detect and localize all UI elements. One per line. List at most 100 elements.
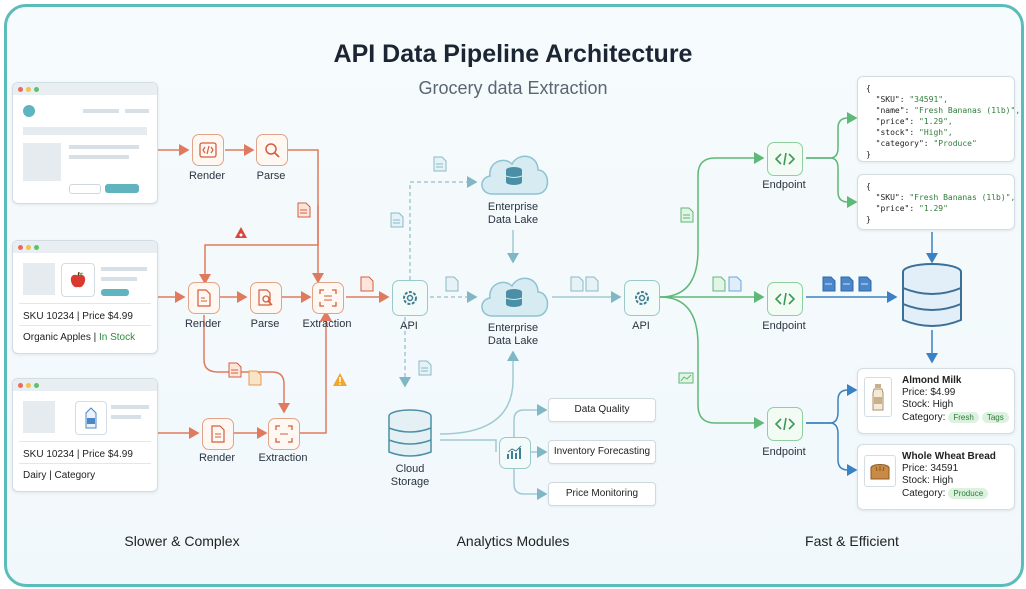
apples-name-line: Organic Apples | In Stock [23, 332, 135, 343]
edge-loop [199, 205, 319, 285]
apples-sku-line: SKU 10234 | Price $4.99 [23, 311, 133, 322]
source-apples-card: SKU 10234 | Price $4.99 Organic Apples |… [12, 240, 158, 354]
browser-titlebar [13, 241, 157, 253]
dairy-sku-line: SKU 10234 | Price $4.99 [23, 449, 133, 460]
edge-analytics-dq [513, 404, 548, 438]
documents-icon [712, 276, 742, 292]
bread-icon [864, 455, 896, 487]
apples-separator: | [90, 332, 99, 343]
milk-bottle-icon [864, 377, 892, 417]
document-icon [211, 425, 225, 443]
cloud-data-lake-icon-mid [481, 277, 549, 317]
product-name: Almond Milk [902, 375, 962, 386]
scan-icon [319, 289, 337, 307]
section-label-right: Fast & Efficient [805, 533, 899, 549]
endpoint-label-1: Endpoint [762, 179, 806, 191]
edge-ep1-json1 [806, 112, 858, 159]
json-body-short: { "SKU": "Fresh Bananas (1lb)", "price":… [866, 182, 1016, 224]
section-label-left: Slower & Complex [124, 533, 240, 549]
apple-icon [61, 263, 95, 297]
page-subtitle: Grocery data Extraction [418, 78, 608, 98]
product-stock: Stock: High [902, 475, 954, 486]
documents-icon [822, 276, 872, 292]
category-tag: Tags [981, 412, 1009, 423]
category-tag: Fresh [948, 412, 979, 423]
edge-analytics-pm [513, 466, 548, 500]
endpoint-node-3 [767, 407, 803, 441]
api-node-2 [624, 280, 660, 316]
parse-label-1: Parse [256, 170, 286, 182]
warning-drop-icon [235, 227, 247, 238]
product-name: Whole Wheat Bread [902, 451, 996, 462]
data-lake-label-mid: Enterprise Data Lake [487, 322, 539, 347]
edge-ep3-product2 [806, 422, 858, 476]
browser-titlebar [13, 379, 157, 391]
edge-extraction3-up [300, 310, 332, 434]
endpoint-label-3: Endpoint [762, 446, 806, 458]
code-icon [775, 417, 795, 431]
extraction-step-2 [312, 282, 344, 314]
document-icon [360, 276, 374, 292]
source-dairy-card: SKU 10234 | Price $4.99 Dairy | Category [12, 378, 158, 492]
product-card-whole-wheat-bread: Whole Wheat Bread Price: 34591 Stock: Hi… [857, 444, 1015, 510]
database-icon [388, 409, 432, 457]
apples-stock-status: In Stock [98, 332, 136, 343]
dairy-category-line: Dairy | Category [23, 470, 96, 481]
gear-icon [635, 291, 649, 305]
document-icon [433, 156, 447, 172]
render-label-1: Render [188, 170, 226, 182]
render-label-2: Render [184, 318, 222, 330]
document-icon [418, 360, 432, 376]
milk-carton-icon [75, 401, 107, 435]
edge-ep1-json2 [806, 157, 858, 208]
parse-step-2 [250, 282, 282, 314]
render-step-1 [192, 134, 224, 166]
warning-icon [333, 373, 347, 386]
code-icon [775, 152, 795, 166]
product-stock: Stock: High [902, 399, 954, 410]
document-icon [680, 207, 694, 223]
render-step-3 [202, 418, 234, 450]
json-body-full: { "SKU": "34591", "name": "Fresh Bananas… [866, 84, 1021, 159]
extraction-label-3: Extraction [258, 452, 308, 464]
document-icon [390, 212, 404, 228]
source-webpage-card [12, 82, 158, 204]
module-inventory-forecasting: Inventory Forecasting [548, 440, 656, 464]
endpoint-node-1 [767, 142, 803, 176]
document-code-icon [197, 289, 211, 307]
apples-name: Organic Apples [23, 332, 91, 343]
extraction-step-3 [268, 418, 300, 450]
parse-label-2: Parse [250, 318, 280, 330]
scan-icon [275, 425, 293, 443]
edge-api2-ep1 [659, 152, 765, 298]
database-icon [902, 263, 962, 327]
browser-titlebar [13, 83, 157, 95]
document-search-icon [258, 289, 273, 306]
edge-api-lake-top [409, 176, 478, 280]
render-step-2 [188, 282, 220, 314]
category-tag: Produce [948, 488, 989, 499]
json-response-short: { "SKU": "Fresh Bananas (1lb)", "price":… [857, 174, 1015, 230]
edge-api2-ep3 [659, 296, 765, 429]
edge-ep3-products [806, 384, 858, 424]
extraction-label-2: Extraction [302, 318, 352, 330]
code-icon [775, 292, 795, 306]
api-label-1: API [400, 320, 418, 332]
api-label-2: API [632, 320, 650, 332]
report-icon [678, 372, 694, 384]
analytics-hub [499, 437, 531, 469]
edge-storage-lake [439, 350, 519, 435]
render-label-3: Render [198, 452, 236, 464]
api-node-1 [392, 280, 428, 316]
documents-icon [570, 276, 599, 292]
code-file-icon [199, 142, 217, 158]
endpoint-node-2 [767, 282, 803, 316]
gear-icon [403, 291, 417, 305]
module-data-quality: Data Quality [548, 398, 656, 422]
document-icon [228, 362, 242, 378]
product-price: Price: 34591 [902, 463, 959, 474]
document-icon [248, 370, 262, 386]
